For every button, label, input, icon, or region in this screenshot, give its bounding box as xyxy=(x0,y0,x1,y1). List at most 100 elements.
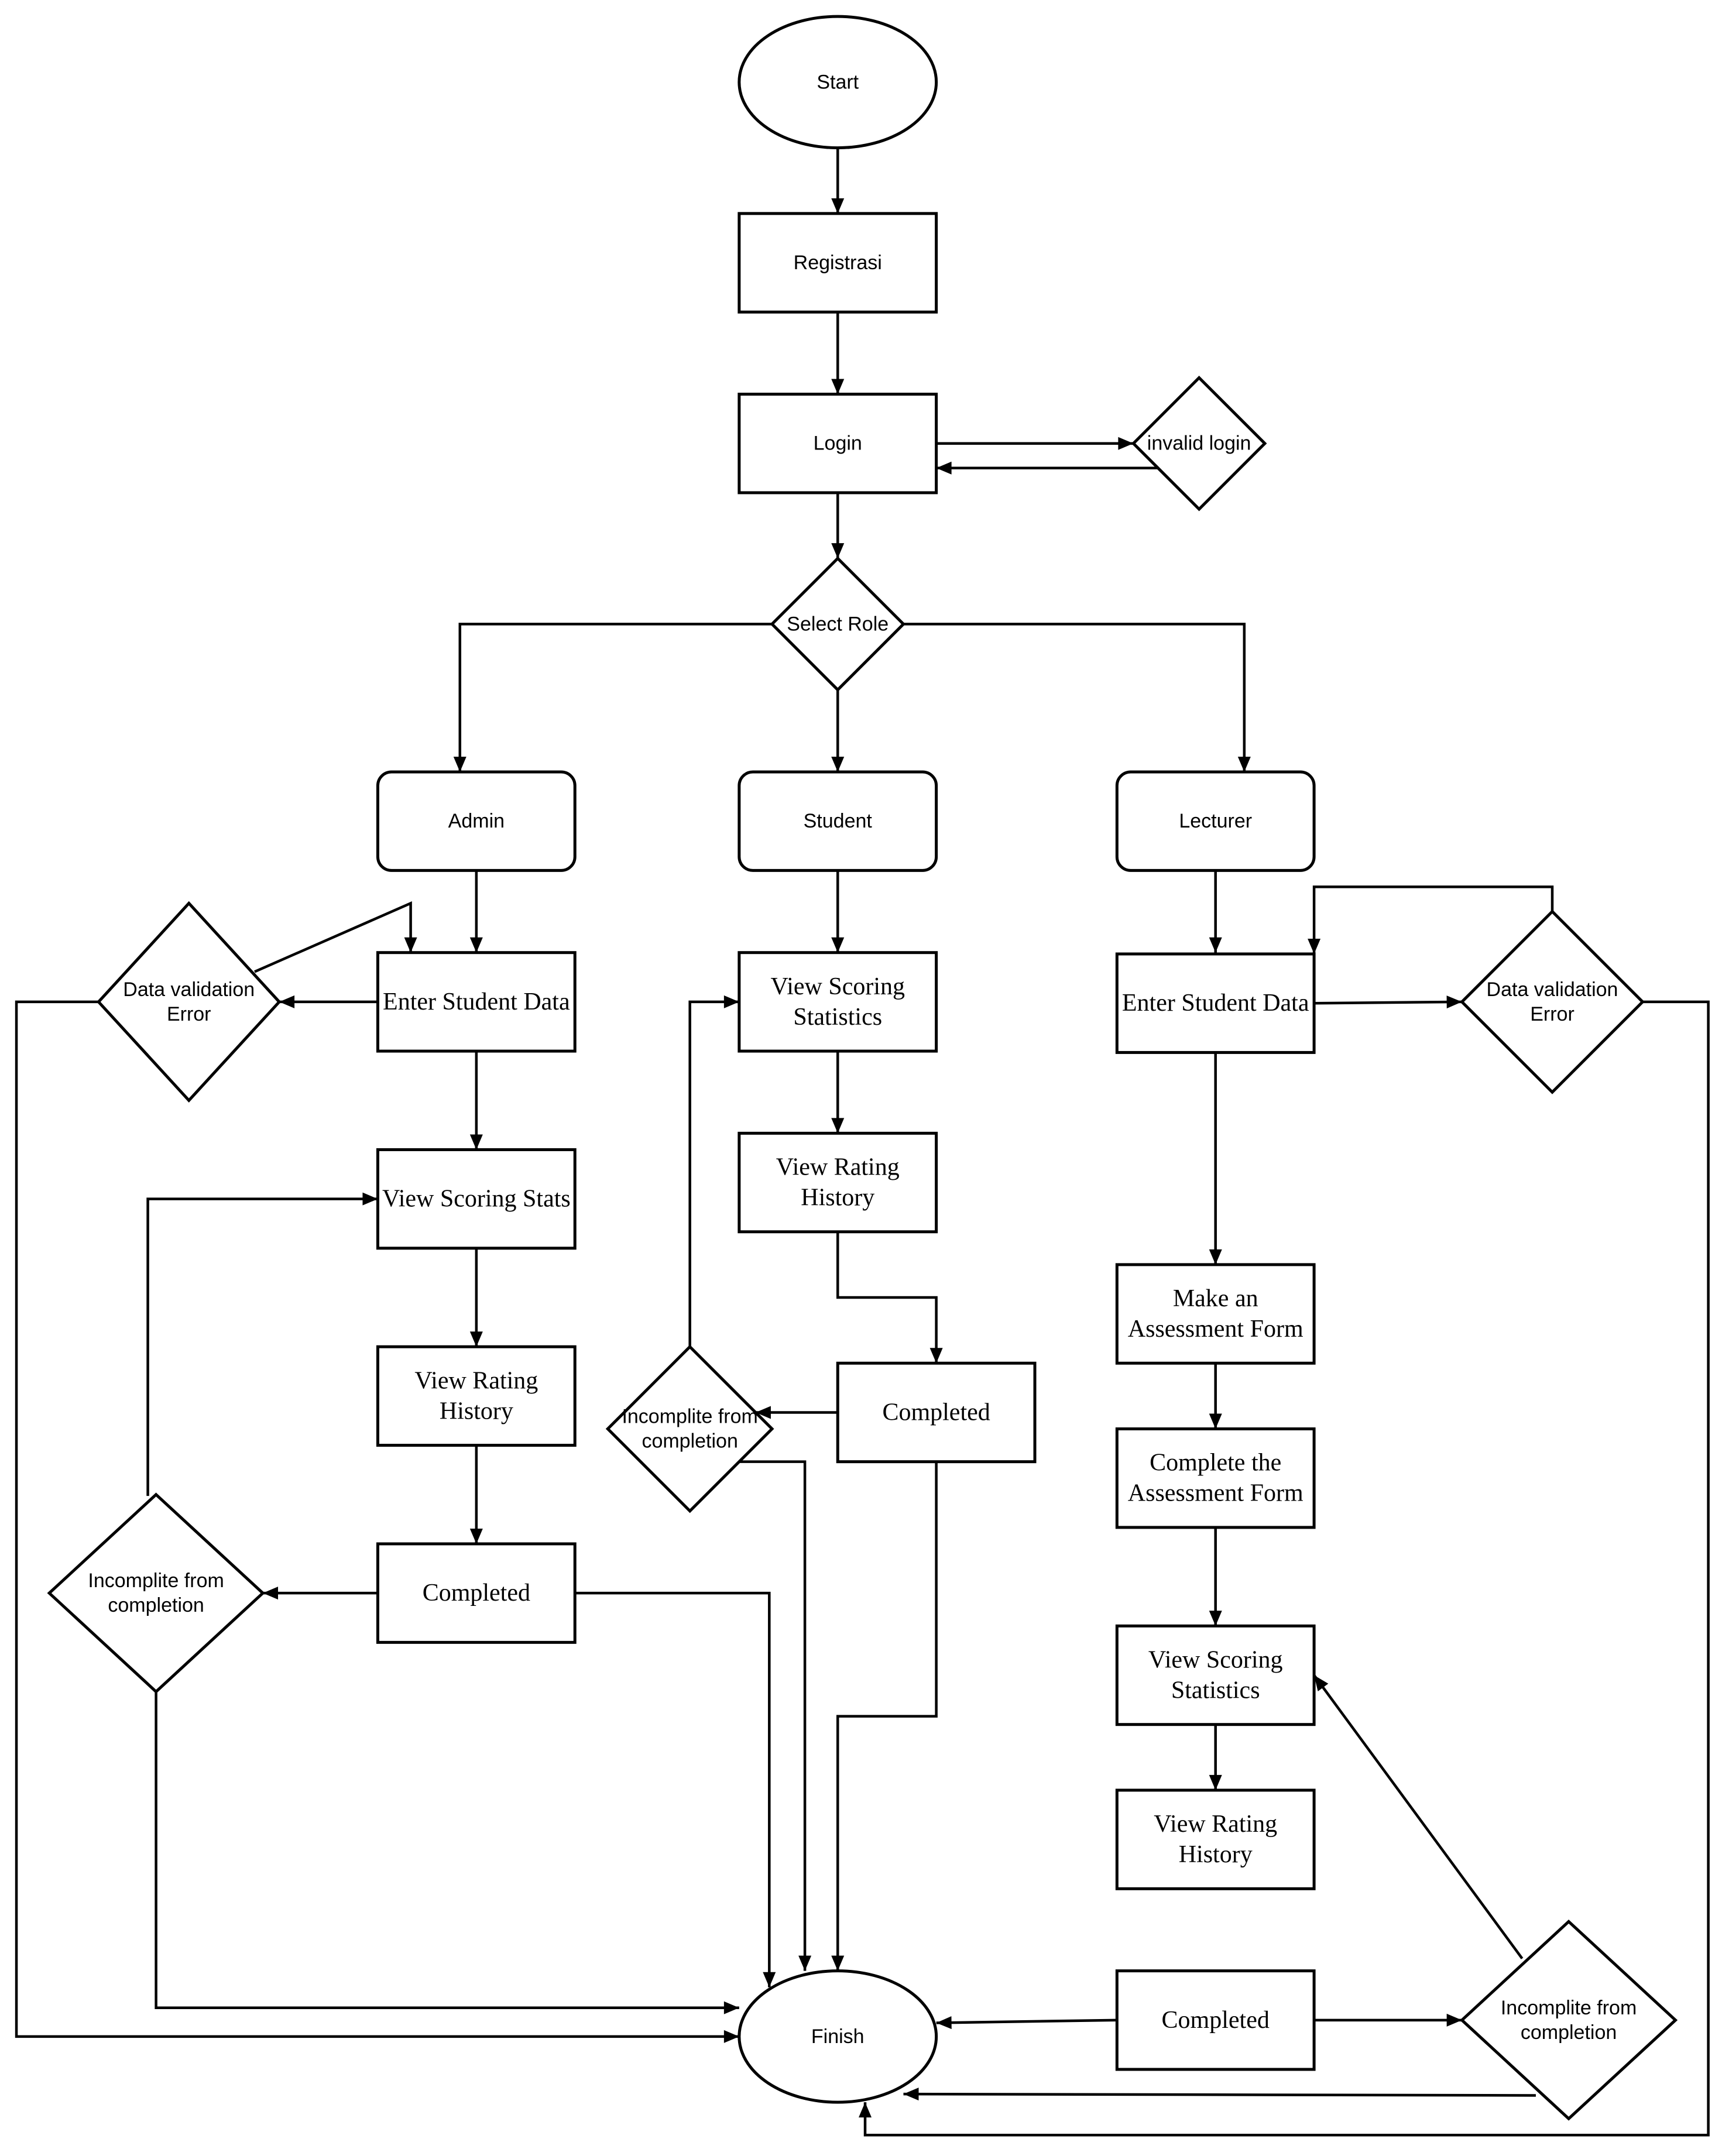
node-label: Make an xyxy=(1173,1285,1258,1312)
arrowhead xyxy=(362,1192,378,1206)
process-box xyxy=(376,1345,577,1447)
node-lecturer-enter-student-data: Enter Student Data xyxy=(1115,952,1316,1054)
node-label: Completed xyxy=(423,1580,530,1606)
node-label: completion xyxy=(108,1594,204,1616)
terminal-ellipse xyxy=(737,15,938,150)
arrowhead xyxy=(1446,995,1462,1009)
node-label: Admin xyxy=(448,810,505,832)
arrowhead xyxy=(763,1972,776,1987)
arrowhead xyxy=(903,2088,919,2101)
node-finish: Finish xyxy=(737,1969,938,2104)
arrowhead xyxy=(1209,1413,1222,1429)
connector-line xyxy=(688,1000,739,1347)
node-label: Statistics xyxy=(793,1004,882,1031)
decision-diamond xyxy=(1131,375,1267,511)
arrowhead xyxy=(798,1955,812,1971)
arrowhead xyxy=(859,2102,872,2118)
process-box xyxy=(737,770,938,872)
decision-diamond xyxy=(770,556,906,692)
node-label: Statistics xyxy=(1171,1677,1260,1704)
connector-line xyxy=(903,2092,1536,2097)
arrowhead xyxy=(831,937,845,953)
node-label: Incomplite from xyxy=(1501,1997,1637,2019)
process-box xyxy=(836,1361,1037,1464)
node-label: History xyxy=(801,1185,874,1211)
node-label: View Rating xyxy=(776,1154,900,1181)
node-label: Completed xyxy=(1162,2007,1270,2034)
decision-diamond xyxy=(1460,909,1645,1094)
node-label: Enter Student Data xyxy=(383,988,570,1015)
decision-diamond xyxy=(605,1344,774,1513)
process-box xyxy=(1115,1263,1316,1365)
node-label: completion xyxy=(1521,2021,1617,2044)
node-label: View Rating xyxy=(414,1367,538,1394)
node-label: Select Role xyxy=(787,613,889,635)
arrowhead xyxy=(279,995,295,1008)
connector-line xyxy=(739,1460,807,1971)
arrowhead xyxy=(831,543,845,559)
node-label: View Rating xyxy=(1154,1811,1277,1838)
connector-line xyxy=(1312,885,1554,955)
node-label: Data validation xyxy=(1487,979,1618,1001)
connector-line xyxy=(155,1691,739,2010)
node-select-role: Select Role xyxy=(770,556,906,692)
node-label: Login xyxy=(814,432,862,455)
arrowhead xyxy=(469,937,483,953)
connectors xyxy=(15,147,1710,2137)
process-box xyxy=(376,1542,577,1644)
node-label: Student xyxy=(804,810,873,832)
node-label: Start xyxy=(817,71,859,93)
node-label: Complete the xyxy=(1150,1450,1281,1477)
arrowhead xyxy=(1446,2013,1462,2027)
node-label: View Scoring xyxy=(1148,1646,1283,1673)
arrowhead xyxy=(831,1118,845,1134)
node-label: Assessment Form xyxy=(1128,1480,1303,1507)
connector-line xyxy=(458,623,772,772)
connector-line xyxy=(1313,1674,1524,1959)
node-admin: Admin xyxy=(376,770,577,872)
connector-line xyxy=(1314,1000,1462,1005)
node-label: Incomplite from xyxy=(88,1570,224,1592)
arrowhead xyxy=(723,2001,739,2014)
connector-line xyxy=(836,1231,938,1364)
connector-line xyxy=(836,1461,938,1971)
arrowhead xyxy=(936,461,952,475)
arrowhead xyxy=(1209,937,1222,953)
process-box xyxy=(1115,1427,1316,1529)
decision-diamond xyxy=(1459,1920,1678,2121)
node-label: Error xyxy=(1530,1003,1575,1025)
connector-line xyxy=(146,1197,378,1496)
arrowhead xyxy=(1314,1675,1329,1691)
arrowhead xyxy=(831,198,845,214)
arrowhead xyxy=(1209,1249,1222,1265)
node-label: invalid login xyxy=(1147,432,1251,455)
arrowhead xyxy=(755,1406,771,1419)
node-start: Start xyxy=(737,15,938,150)
node-registrasi: Registrasi xyxy=(737,212,938,314)
node-admin-completed: Completed xyxy=(376,1542,577,1644)
arrowhead xyxy=(831,1955,845,1971)
arrowhead xyxy=(469,1134,483,1150)
node-admin-enter-student-data: Enter Student Data xyxy=(376,951,577,1053)
node-label: Incomplite from xyxy=(622,1406,757,1428)
connector-line xyxy=(254,901,412,973)
node-label: Lecturer xyxy=(1179,810,1252,832)
node-lecturer: Lecturer xyxy=(1115,770,1316,872)
connector-line xyxy=(863,1000,1710,2137)
node-label: Enter Student Data xyxy=(1122,990,1309,1017)
node-label: Completed xyxy=(882,1399,990,1426)
process-box xyxy=(1115,1969,1316,2071)
terminal-ellipse xyxy=(737,1969,938,2104)
node-label: Error xyxy=(167,1003,211,1025)
process-box xyxy=(737,1131,938,1234)
arrowhead xyxy=(929,1348,943,1364)
arrowhead xyxy=(263,1587,279,1600)
